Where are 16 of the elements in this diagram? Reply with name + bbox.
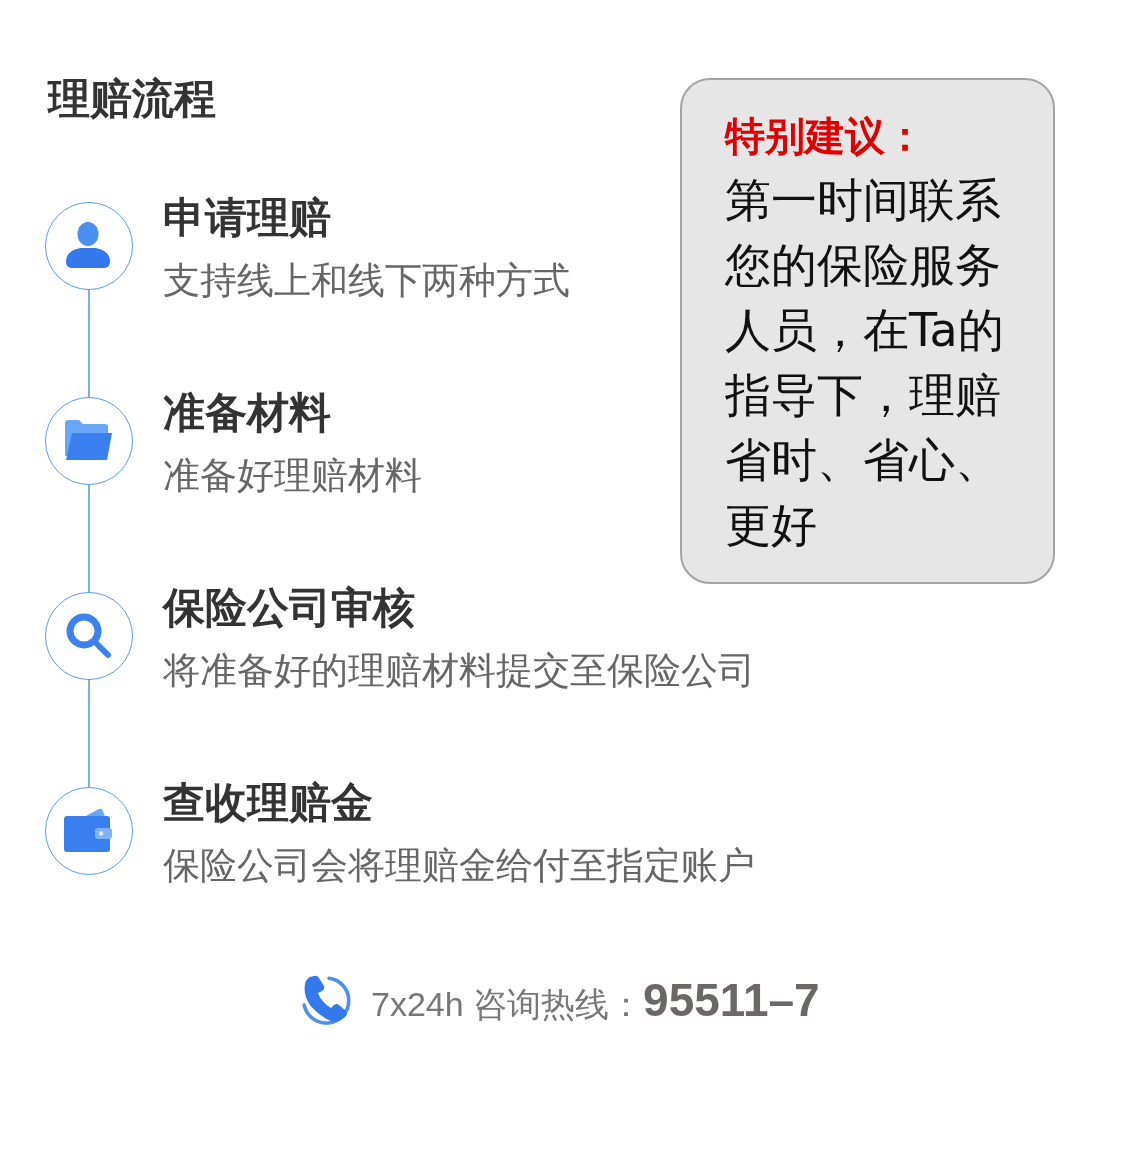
note-text: 第一时间联系您的保险服务人员，在Ta的指导下，理赔省时、省心、更好	[725, 172, 1005, 554]
connector-line	[88, 484, 90, 593]
step-title: 保险公司审核	[163, 583, 415, 633]
connector-line	[88, 679, 90, 788]
step-title: 申请理赔	[163, 193, 331, 243]
step-description: 支持线上和线下两种方式	[163, 258, 570, 304]
hotline-text: 7x24h 咨询热线：95511–7	[371, 973, 820, 1028]
connector-line	[88, 289, 90, 398]
step-title: 查收理赔金	[163, 778, 373, 828]
title: 理赔流程	[48, 74, 216, 124]
step-title: 准备材料	[163, 388, 331, 438]
step-description: 将准备好的理赔材料提交至保险公司	[163, 648, 755, 694]
note-heading: 特别建议：	[725, 111, 925, 161]
note-box	[680, 78, 1055, 584]
step-description: 准备好理赔材料	[163, 453, 422, 499]
step-description: 保险公司会将理赔金给付至指定账户	[163, 843, 755, 889]
